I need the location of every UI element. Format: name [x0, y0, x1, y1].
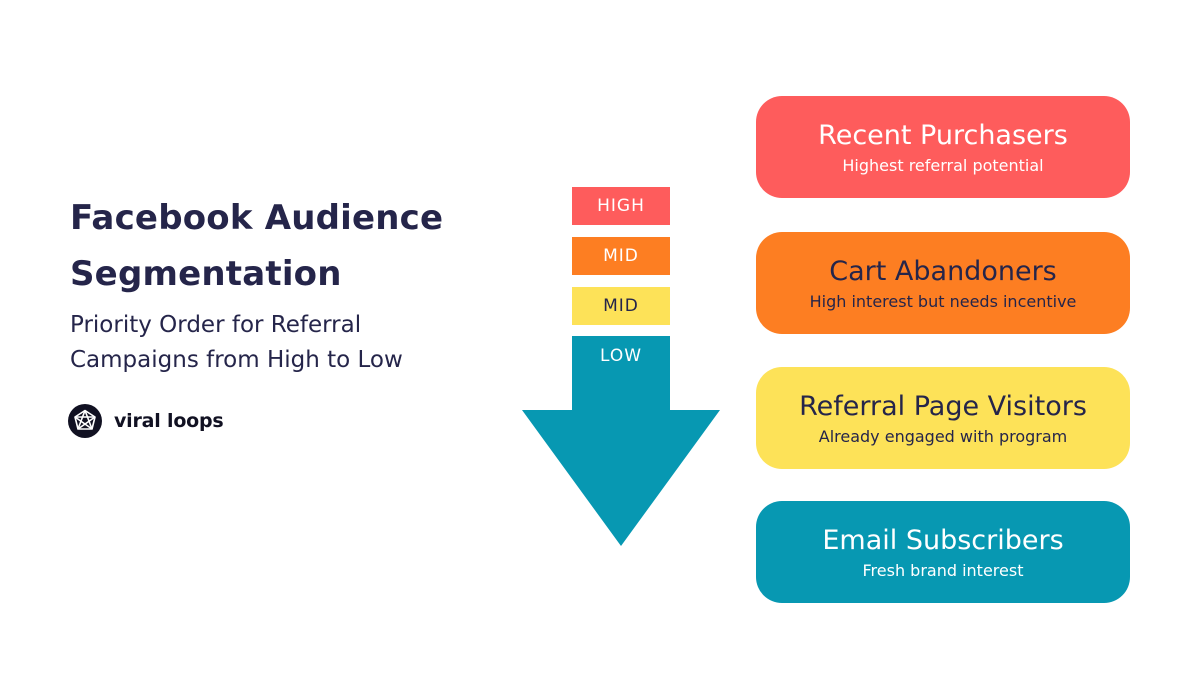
page-subtitle: Priority Order for Referral Campaigns fr… [70, 312, 403, 373]
brand: viral loops [68, 404, 224, 438]
segment-title: Referral Page Visitors [799, 390, 1087, 422]
segment-card-recent-purchasers: Recent Purchasers Highest referral poten… [756, 96, 1130, 198]
segment-card-referral-page-visitors: Referral Page Visitors Already engaged w… [756, 367, 1130, 469]
segment-description: Fresh brand interest [862, 560, 1024, 580]
segment-title: Cart Abandoners [829, 255, 1057, 287]
segment-description: Already engaged with program [818, 426, 1068, 446]
priority-level-mid-yellow: MID [572, 287, 670, 325]
segment-card-cart-abandoners: Cart Abandoners High interest but needs … [756, 232, 1130, 334]
priority-level-mid-orange: MID [572, 237, 670, 275]
priority-level-high: HIGH [572, 187, 670, 225]
segment-description: Highest referral potential [842, 155, 1044, 175]
segment-title: Recent Purchasers [818, 119, 1068, 151]
segment-title: Email Subscribers [822, 524, 1064, 556]
segment-card-email-subscribers: Email Subscribers Fresh brand interest [756, 501, 1130, 603]
priority-level-low: LOW [599, 346, 643, 366]
down-arrow-icon [522, 336, 720, 546]
segment-description: High interest but needs incentive [809, 291, 1077, 311]
page-title: Facebook Audience Segmentation [70, 198, 444, 294]
viral-loops-logo-icon [68, 404, 102, 438]
brand-name: viral loops [114, 410, 224, 432]
